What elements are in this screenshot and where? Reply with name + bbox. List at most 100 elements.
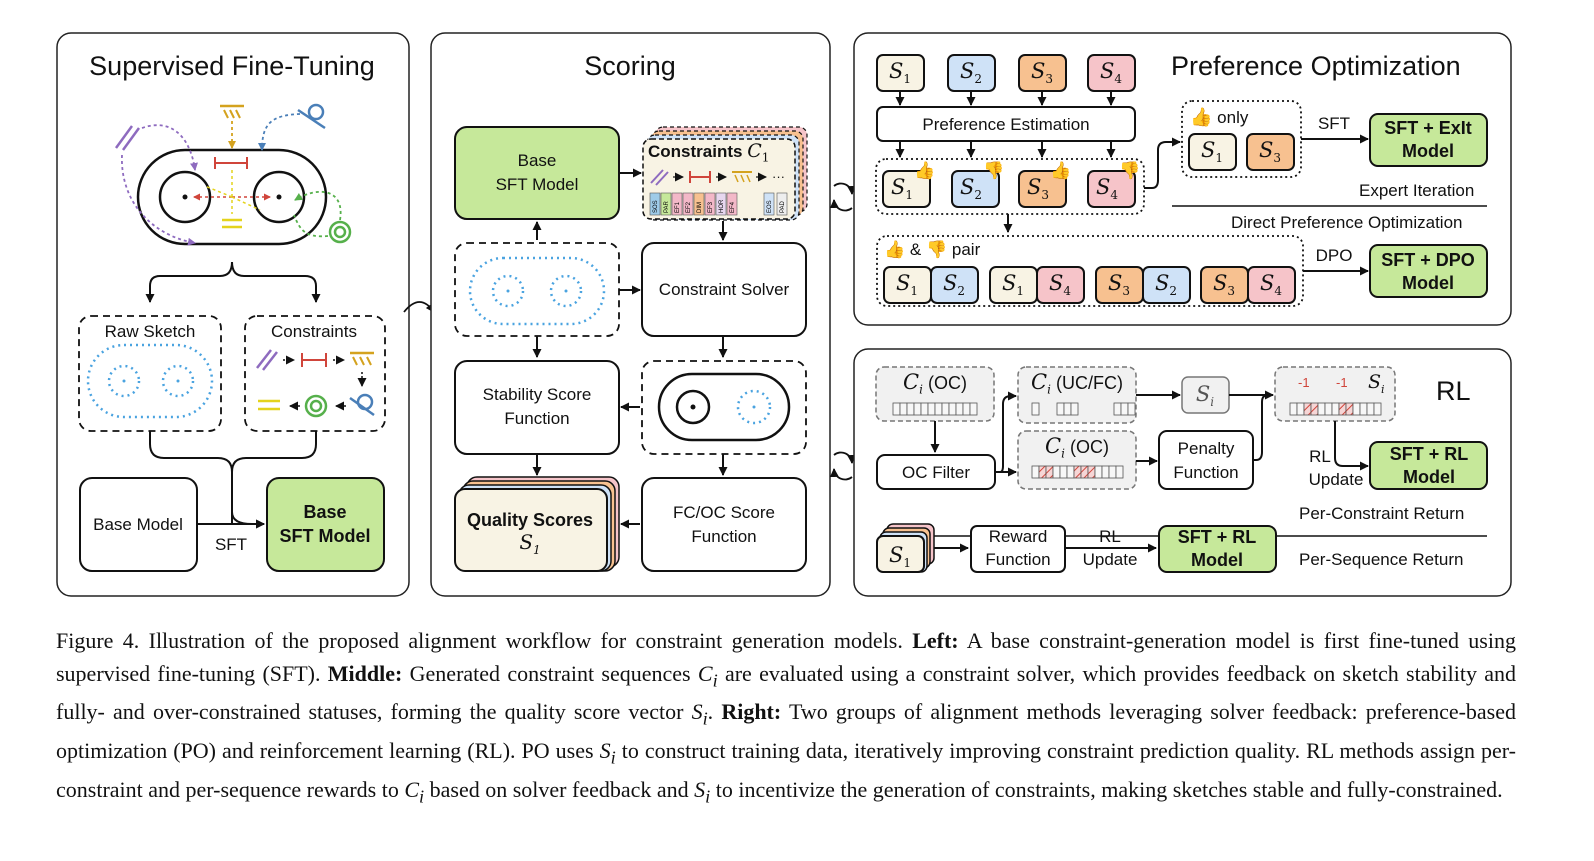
constraint-card-icons: ··· <box>650 169 785 186</box>
quality-sub: 1 <box>533 543 541 557</box>
s-ranked-label-3: S3 <box>1026 175 1050 203</box>
ranked-s3 <box>1018 170 1067 208</box>
pair-2-s4-label: S4 <box>1048 271 1072 299</box>
pair-2-s1-label: S1 <box>1001 271 1025 299</box>
ci-oc-var: C <box>903 370 920 394</box>
ci-ucfc-label: Ci (UC/FC) <box>1031 370 1123 397</box>
quality-var: S <box>519 530 534 554</box>
strip-cell <box>1352 402 1361 416</box>
reward-line1: Reward <box>988 527 1048 546</box>
pair-text: pair <box>951 240 981 259</box>
thumbs-up-icon: 👍 <box>1050 161 1072 180</box>
scoring-base-sft-box <box>454 126 620 220</box>
raw-sketch-label: Raw Sketch <box>104 322 196 341</box>
dpo-arrow-label: DPO <box>1315 246 1353 265</box>
strip-cell <box>1052 465 1061 479</box>
per-sequence-label: Per-Sequence Return <box>1299 550 1464 569</box>
rl-s1-stack <box>876 535 925 573</box>
pair-1-s1-label: S1 <box>895 271 919 299</box>
strip-cell <box>1108 465 1117 479</box>
constraints-card-title: Constraints C1 <box>648 140 769 165</box>
strip-cell <box>899 402 908 416</box>
cycle-icon-bottom <box>829 451 857 481</box>
sft-arrow-label: SFT <box>214 535 248 554</box>
s-top-label-3: S3 <box>1030 59 1054 87</box>
per-constraint-label: Per-Constraint Return <box>1299 504 1465 523</box>
token-pad <box>776 192 788 216</box>
caption-var-c-1: C <box>697 660 713 686</box>
token-label-hor: HOR <box>719 199 725 213</box>
sft-exit-line1: SFT + ExIt <box>1384 118 1472 138</box>
strip-cell <box>1056 402 1065 416</box>
strip-cell <box>941 402 950 416</box>
only-label: 👍 only <box>1190 107 1248 128</box>
po-panel-title: Preference Optimization <box>1171 51 1461 81</box>
strip-cell <box>1366 402 1375 416</box>
rl-update-side-line1: RL <box>1309 447 1331 466</box>
only-s1 <box>1188 133 1237 171</box>
token-ef2 <box>682 192 694 216</box>
strip-cell <box>1066 465 1075 479</box>
caption-sub-i-4: i <box>419 786 425 807</box>
strip-cell <box>969 402 978 416</box>
pair-amp: & <box>909 240 922 259</box>
strip-cell <box>1127 402 1136 416</box>
strip-cell <box>906 402 915 416</box>
caption-sub-i-3: i <box>610 747 616 768</box>
pair-4-s3-label: S3 <box>1212 271 1236 299</box>
token-par <box>660 192 672 216</box>
token-label-pad: PAD <box>780 200 786 213</box>
rl-panel-title: RL <box>1436 376 1471 406</box>
caption-right-d: to incentivize the generation of constra… <box>710 777 1503 803</box>
caption-fig-label: Figure 4. <box>56 628 140 653</box>
reward-si-label: Si <box>1368 371 1385 396</box>
base-sft-line1: Base <box>303 502 347 522</box>
strip-cell <box>1359 402 1368 416</box>
token-label-eos: EOS <box>767 200 773 213</box>
strip-cell <box>1031 465 1040 479</box>
token-ef1 <box>671 192 683 216</box>
sft-rl-side-box <box>1369 441 1488 490</box>
sft-rl-side-line1: SFT + RL <box>1389 444 1469 464</box>
ci-oc-strip <box>892 402 978 416</box>
strip-cell <box>1070 402 1079 416</box>
si-sub: i <box>1210 395 1215 410</box>
token-hor <box>715 192 727 216</box>
caption-middle-label: Middle: <box>327 660 403 686</box>
cycle-icon-top <box>829 182 857 212</box>
token-ef4 <box>726 192 738 216</box>
quality-scores-var: S1 <box>519 531 540 558</box>
strip-cell <box>1345 402 1354 416</box>
strip-cell <box>1038 465 1047 479</box>
strip-cell <box>962 402 971 416</box>
rl-update-line2: Update <box>1082 550 1138 569</box>
caption-middle-a: Generated constraint sequences <box>402 660 698 686</box>
token-dim <box>693 192 705 216</box>
quality-scores-label: Quality Scores <box>466 510 594 530</box>
only-text: only <box>1217 108 1249 127</box>
token-label-dim: DIM <box>697 202 703 213</box>
thumbs-up-icon: 👍 <box>914 161 936 180</box>
strip-cell <box>1373 402 1382 416</box>
token-label-ef2: EF2 <box>686 201 692 213</box>
s-top-label-4: S4 <box>1099 59 1123 87</box>
token-label-sos: SOS <box>653 200 659 213</box>
strip-cell <box>1324 402 1333 416</box>
strip-cell <box>920 402 929 416</box>
s-ranked-label-2: S2 <box>959 175 983 203</box>
strip-cell <box>1087 465 1096 479</box>
neg-one-2: -1 <box>1336 375 1348 390</box>
token-label-ef1: EF1 <box>675 201 681 213</box>
strip-cell <box>1338 402 1347 416</box>
ci-oc2-label: Ci (OC) <box>1045 434 1109 461</box>
s-top-label-1: S1 <box>888 59 912 87</box>
sft-panel-title: Supervised Fine-Tuning <box>89 51 375 81</box>
ci-oc2-strip <box>1031 465 1124 479</box>
strip-cell <box>1113 402 1122 416</box>
caption-intro: Illustration of the proposed alignment w… <box>139 628 913 653</box>
ci-ucfc-box <box>1017 366 1137 424</box>
strip-cell <box>1317 402 1326 416</box>
pair-3-s2-label: S2 <box>1154 271 1178 299</box>
pair-4-s4-label: S4 <box>1259 271 1283 299</box>
ci-ucfc-text: (UC/FC) <box>1055 373 1123 393</box>
